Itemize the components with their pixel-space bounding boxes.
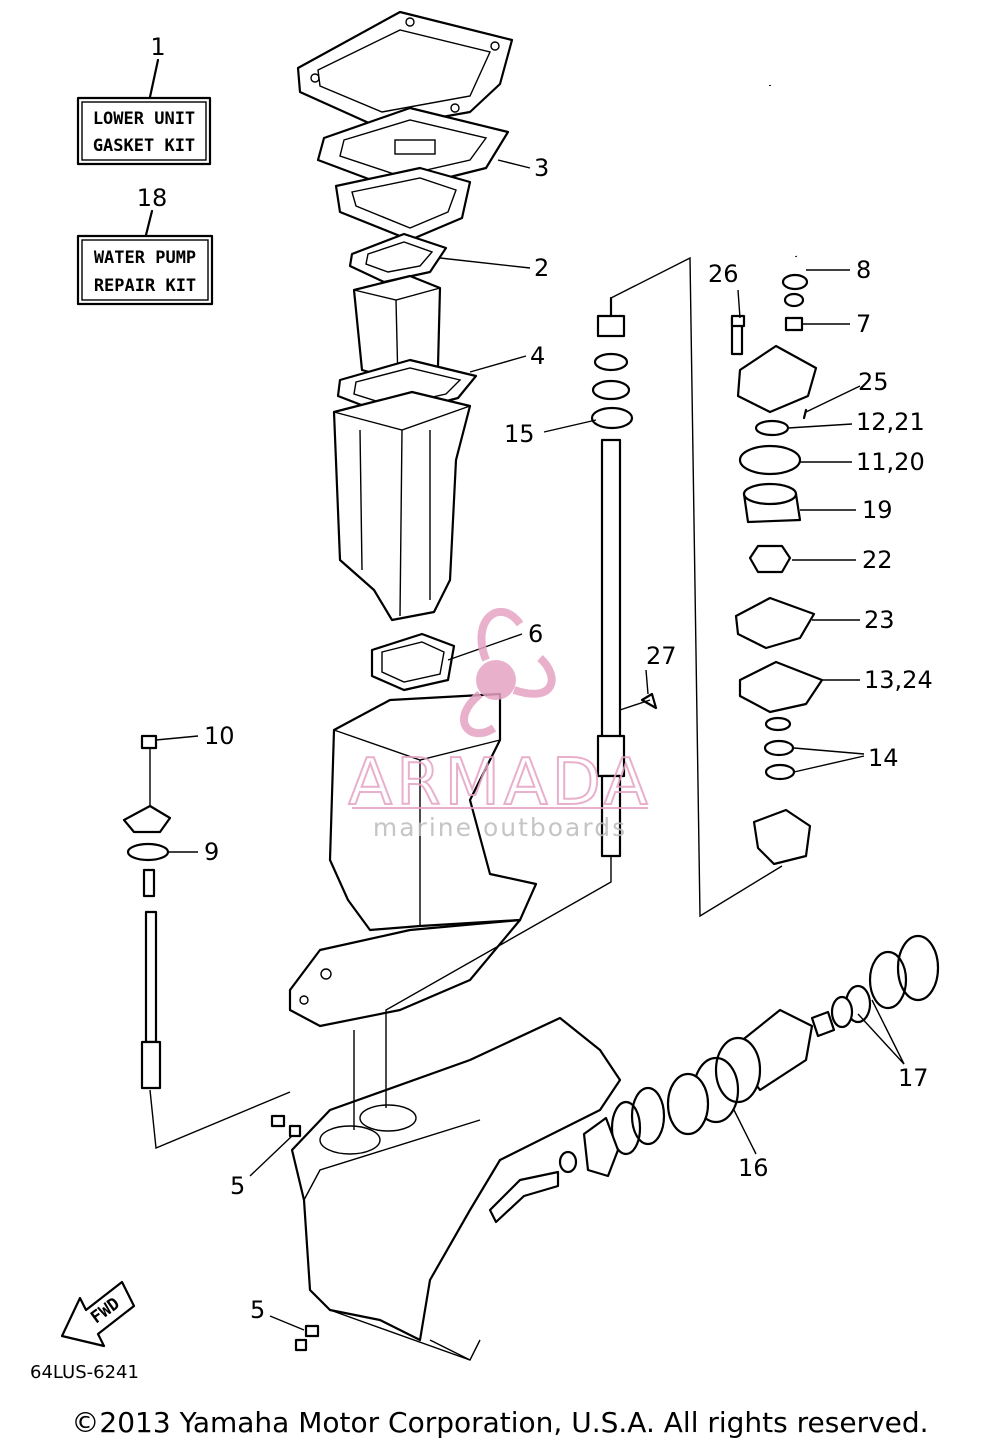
callout-22: 22: [862, 546, 893, 574]
callout-6: 6: [528, 620, 543, 648]
watermark-tagline: marine outboards: [373, 813, 627, 842]
callout-8: 8: [856, 256, 871, 284]
shift-rod-assembly: [122, 734, 172, 1090]
callout-labels: 3 2 4 15 6 8 7 26 25 12,21 11,20 19 22 2…: [204, 154, 933, 1324]
callout-4: 4: [530, 342, 545, 370]
prop-shaft-parts: [488, 934, 940, 1224]
callout-26: 26: [708, 260, 739, 288]
callout-14: 14: [868, 744, 899, 772]
pump-kit-line1: WATER PUMP: [94, 248, 196, 268]
gasket-kit-box: LOWER UNIT GASKET KIT 1: [76, 33, 212, 166]
pump-kit-box: WATER PUMP REPAIR KIT 18: [76, 184, 214, 306]
water-tube: [766, 84, 800, 258]
pump-kit-number: 18: [137, 184, 168, 212]
exhaust-manifold: [332, 390, 472, 622]
callout-11-20: 11,20: [856, 448, 925, 476]
bolts: [270, 314, 746, 1352]
callout-25: 25: [858, 368, 889, 396]
callout-10: 10: [204, 722, 235, 750]
callout-17: 17: [898, 1064, 929, 1092]
callout-23: 23: [864, 606, 895, 634]
callout-3: 3: [534, 154, 549, 182]
gasket-6: [370, 632, 456, 692]
callout-13-24: 13,24: [864, 666, 933, 694]
gasket-3: [316, 106, 510, 192]
callout-19: 19: [862, 496, 893, 524]
upper-mount-plate: [296, 10, 514, 130]
anti-cavitation-plate: [288, 918, 522, 1028]
callout-27: 27: [646, 642, 677, 670]
callout-7: 7: [856, 310, 871, 338]
gasket-2: [348, 232, 448, 284]
callout-5-lower: 5: [250, 1296, 265, 1324]
gasket-kit-number: 1: [150, 33, 165, 61]
gasket-kit-line1: LOWER UNIT: [93, 109, 195, 129]
plate-under-gasket: [334, 166, 472, 242]
callout-9: 9: [204, 838, 219, 866]
driveshaft-assembly: [590, 296, 634, 858]
pump-kit-line2: REPAIR KIT: [94, 276, 196, 296]
callout-12-21: 12,21: [856, 408, 925, 436]
leader-lines: [155, 159, 905, 1331]
gasket-kit-line2: GASKET KIT: [93, 136, 195, 156]
armada-watermark: ARMADA marine outboards: [347, 607, 649, 842]
fwd-arrow: FWD: [60, 1280, 136, 1348]
assembly-lines: [149, 256, 783, 1361]
callout-15: 15: [504, 420, 535, 448]
diagram-code: 64LUS-6241: [30, 1362, 139, 1383]
pump-parts: [730, 273, 824, 866]
copyright: ©2013 Yamaha Motor Corporation, U.S.A. A…: [71, 1406, 928, 1439]
propeller-logo-icon: [460, 607, 556, 737]
callout-5-upper: 5: [230, 1172, 245, 1200]
callout-16: 16: [738, 1154, 769, 1182]
callout-2: 2: [534, 254, 549, 282]
lower-casing: [290, 1016, 622, 1361]
